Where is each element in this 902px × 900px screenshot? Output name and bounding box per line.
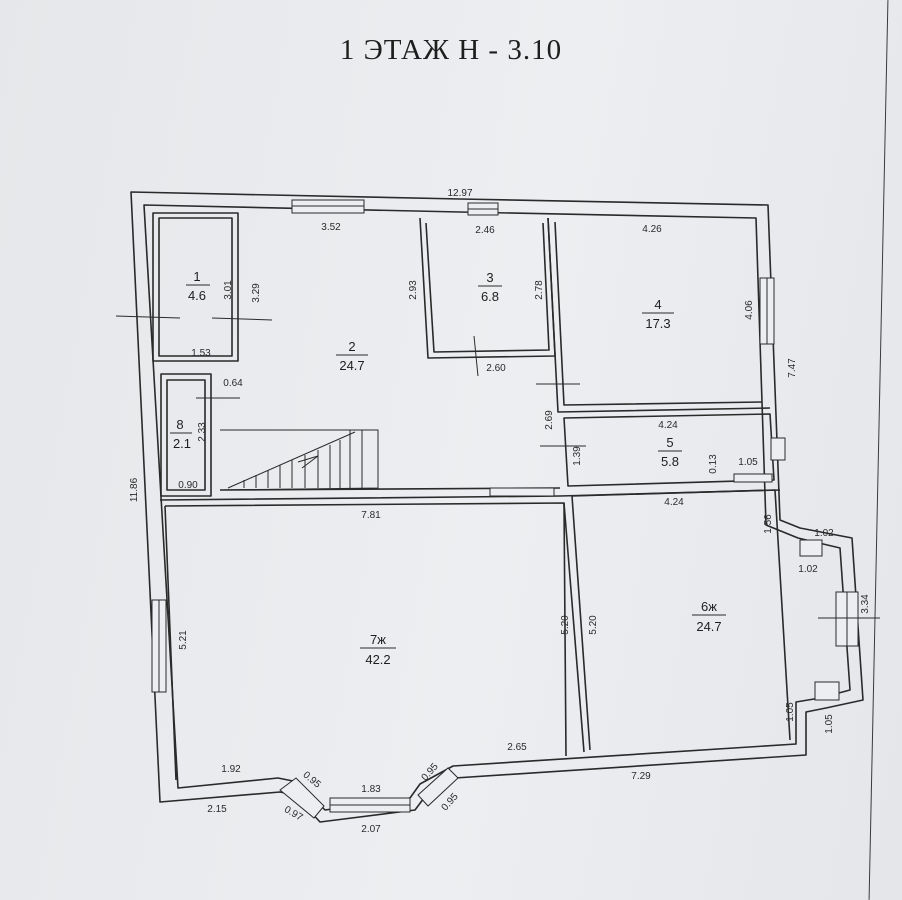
dimension-label: 2.69 xyxy=(544,410,555,430)
dimension-label: 1.92 xyxy=(221,764,241,775)
room-number: 1 xyxy=(193,269,200,284)
room-3[interactable]: 3 6.8 xyxy=(478,270,502,304)
room-number: 4 xyxy=(654,297,661,312)
dimension-label: 7.47 xyxy=(787,358,798,378)
dimension-label: 5.20 xyxy=(588,615,599,635)
dimension-label: 2.15 xyxy=(207,804,227,815)
dimension-label: 2.46 xyxy=(475,225,495,236)
room-area: 17.3 xyxy=(645,316,670,331)
dimension-label: 5.20 xyxy=(560,615,571,635)
room-area: 2.1 xyxy=(173,436,191,451)
room-labels: 1 4.6 2 24.7 3 6.8 4 17.3 5 5.8 6ж 24.7 xyxy=(170,269,726,667)
dimension-label: 1.05 xyxy=(824,714,835,734)
dimension-label: 1.05 xyxy=(785,702,796,722)
room-area: 4.6 xyxy=(188,288,206,303)
dimension-label: 1.83 xyxy=(361,784,381,795)
dimension-label: 3.52 xyxy=(321,222,341,233)
dimension-label: 11.86 xyxy=(129,477,140,502)
dimension-label: 3.34 xyxy=(860,594,871,614)
dimension-label: 4.06 xyxy=(744,300,755,320)
room-area: 24.7 xyxy=(696,619,721,634)
dimension-label: 0.95 xyxy=(440,791,461,813)
dimension-label: 2.65 xyxy=(507,742,527,753)
page-title: 1 ЭТАЖ Н - 3.10 xyxy=(339,34,563,66)
dimension-label: 1.56 xyxy=(763,514,774,534)
dimension-label: 1.39 xyxy=(572,446,583,466)
room-area: 24.7 xyxy=(339,358,364,373)
room-number: 7ж xyxy=(370,632,386,647)
room-6[interactable]: 6ж 24.7 xyxy=(692,599,726,634)
dimension-label: 0.13 xyxy=(708,454,719,474)
dimension-label: 5.21 xyxy=(178,630,189,650)
dimension-label: 4.24 xyxy=(658,420,678,431)
dimension-label: 1.02 xyxy=(798,564,818,575)
interior-walls xyxy=(152,212,791,781)
room-number: 3 xyxy=(486,270,493,285)
dimension-label: 0.90 xyxy=(178,480,198,491)
room-area: 5.8 xyxy=(661,454,679,469)
dimension-label: 1.05 xyxy=(738,457,758,468)
dimension-label: 2.07 xyxy=(361,824,381,835)
dimension-label: 1.02 xyxy=(814,528,834,539)
dimension-label: 2.78 xyxy=(534,280,545,300)
room-number: 8 xyxy=(176,417,183,432)
room-number: 5 xyxy=(666,435,673,450)
dimension-label: 2.60 xyxy=(486,363,506,374)
room-area: 42.2 xyxy=(365,652,390,667)
windows xyxy=(151,199,859,819)
dimension-label: 2.33 xyxy=(197,422,208,442)
room-5[interactable]: 5 5.8 xyxy=(658,435,682,469)
dimension-label: 7.81 xyxy=(361,510,381,521)
room-number: 6ж xyxy=(701,599,717,614)
dimension-label: 4.24 xyxy=(664,497,684,508)
staircase xyxy=(219,429,379,491)
room-7[interactable]: 7ж 42.2 xyxy=(360,632,396,667)
room-1[interactable]: 1 4.6 xyxy=(186,269,210,303)
room-area: 6.8 xyxy=(481,289,499,304)
room-4[interactable]: 4 17.3 xyxy=(642,297,674,331)
dimension-label: 0.64 xyxy=(223,378,243,389)
room-8[interactable]: 8 2.1 xyxy=(170,417,192,451)
dimension-label: 3.01 xyxy=(223,280,234,300)
room-number: 2 xyxy=(348,339,355,354)
dimension-label: 4.26 xyxy=(642,224,662,235)
dimension-label: 7.29 xyxy=(631,771,651,782)
room-2[interactable]: 2 24.7 xyxy=(336,339,368,373)
dimension-label: 2.93 xyxy=(408,280,419,300)
dimension-label: 12.97 xyxy=(447,188,472,199)
dimension-label: 1.53 xyxy=(191,348,211,359)
dimension-label: 3.29 xyxy=(251,283,262,303)
door-marks xyxy=(115,315,880,619)
